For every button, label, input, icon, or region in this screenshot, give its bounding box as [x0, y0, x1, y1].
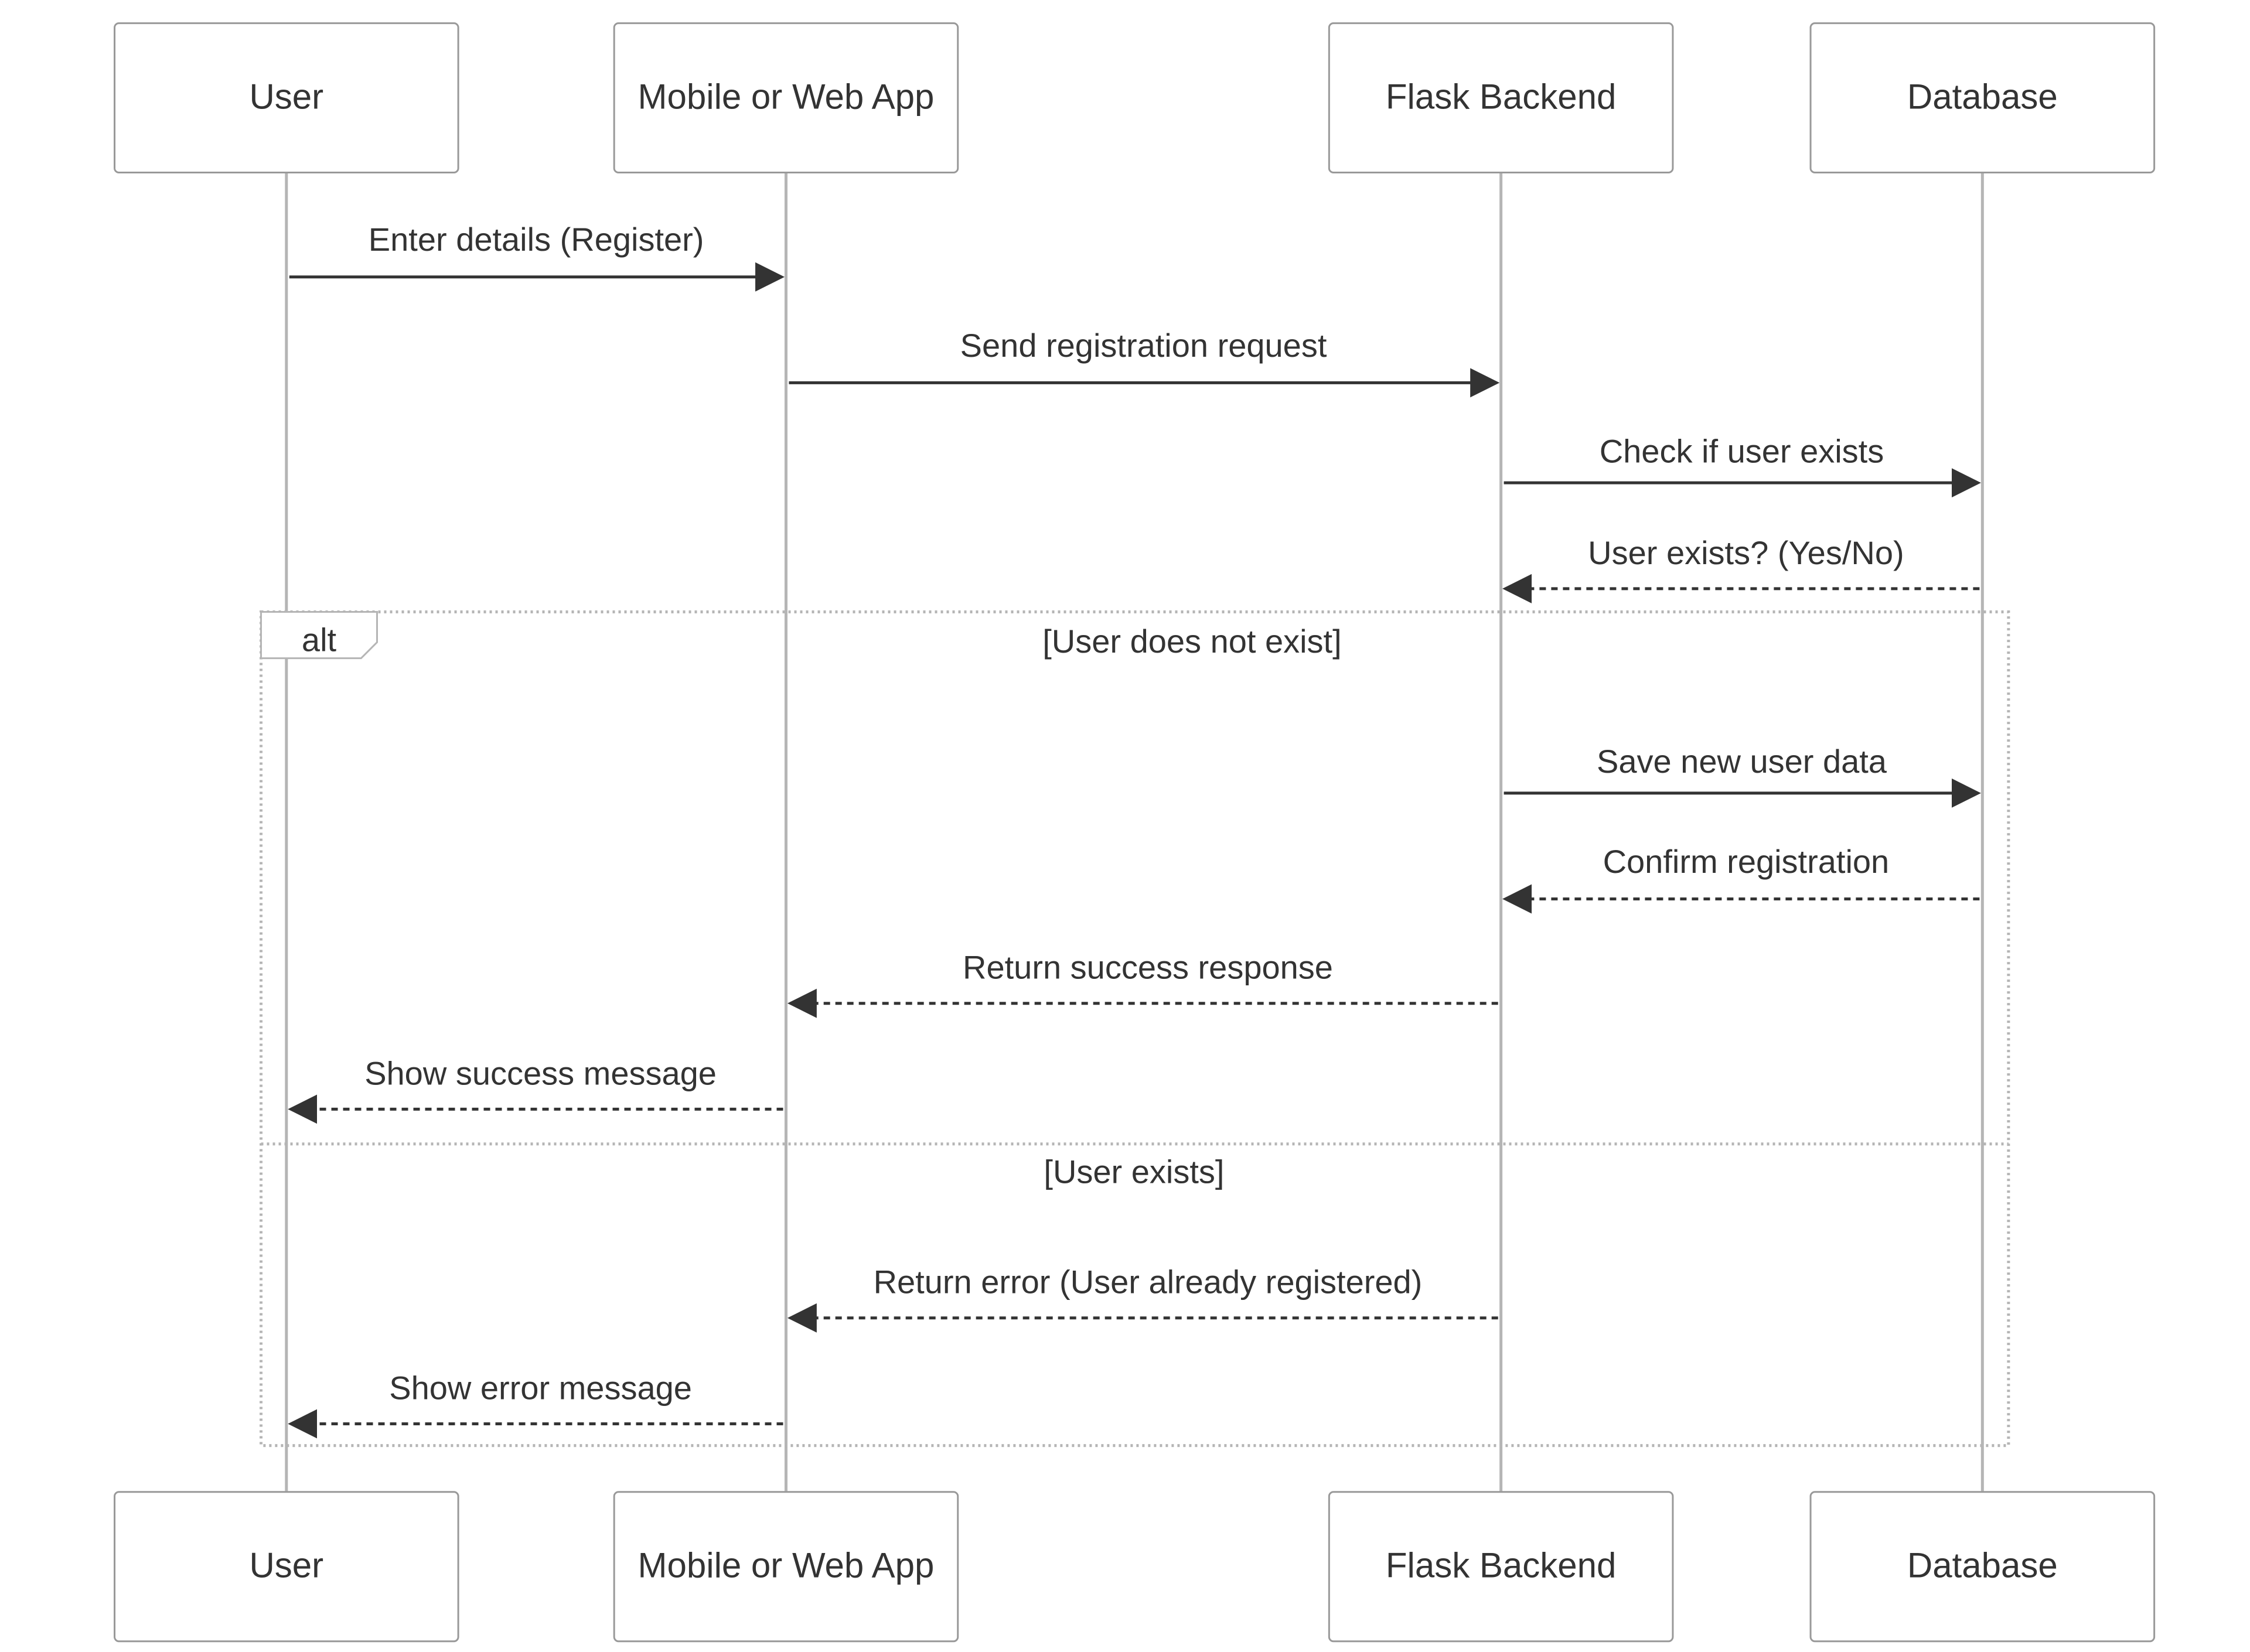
actor-label: Database: [1907, 77, 2058, 116]
message-label: Enter details (Register): [369, 221, 704, 258]
message-label: Send registration request: [960, 327, 1327, 364]
message-label: Show success message: [364, 1054, 717, 1091]
message-show-error: Show error message: [288, 1369, 783, 1439]
actor-bottom-backend[interactable]: Flask Backend: [1328, 1491, 1674, 1643]
message-enter-details: Enter details (Register): [289, 221, 785, 292]
message-return-success: Return success response: [787, 949, 1498, 1018]
actor-top-database[interactable]: Database: [1809, 22, 2156, 174]
actor-bottom-app[interactable]: Mobile or Web App: [613, 1491, 959, 1643]
message-return-error: Return error (User already registered): [787, 1264, 1498, 1333]
actor-top-user[interactable]: User: [114, 22, 459, 174]
actor-top-app[interactable]: Mobile or Web App: [613, 22, 959, 174]
actor-label: User: [249, 77, 323, 116]
actor-bottom-database[interactable]: Database: [1809, 1491, 2156, 1643]
message-check-user-exists: Check if user exists: [1504, 433, 1981, 498]
actor-label: Flask Backend: [1386, 1546, 1617, 1585]
alt-guard-user-does-not-exist: [User does not exist]: [1042, 623, 1341, 660]
message-label: Save new user data: [1597, 743, 1887, 780]
actor-label: Mobile or Web App: [638, 77, 935, 116]
alt-guard-user-exists: [User exists]: [1044, 1153, 1224, 1190]
message-label: Return success response: [963, 949, 1333, 986]
actor-label: Mobile or Web App: [638, 1546, 935, 1585]
message-confirm-registration: Confirm registration: [1502, 843, 1980, 914]
alt-frame-tab: [260, 610, 378, 660]
message-label: Check if user exists: [1600, 433, 1884, 470]
actor-label: Flask Backend: [1386, 77, 1617, 116]
message-show-success: Show success message: [288, 1054, 783, 1124]
message-label: Return error (User already registered): [874, 1264, 1423, 1301]
alt-keyword: alt: [302, 621, 337, 658]
alt-frame-border: [260, 610, 2010, 1448]
message-send-registration-request: Send registration request: [789, 327, 1500, 398]
message-save-new-user: Save new user data: [1504, 743, 1981, 808]
message-label: User exists? (Yes/No): [1588, 534, 1904, 571]
actor-top-backend[interactable]: Flask Backend: [1328, 22, 1674, 174]
message-label: Confirm registration: [1603, 843, 1890, 880]
alt-fragment: alt [User does not exist] [User exists]: [260, 610, 2010, 1448]
actor-bottom-user[interactable]: User: [114, 1491, 459, 1643]
message-user-exists-reply: User exists? (Yes/No): [1502, 534, 1980, 603]
actor-label: Database: [1907, 1546, 2058, 1585]
message-label: Show error message: [389, 1369, 692, 1406]
actor-label: User: [249, 1546, 323, 1585]
